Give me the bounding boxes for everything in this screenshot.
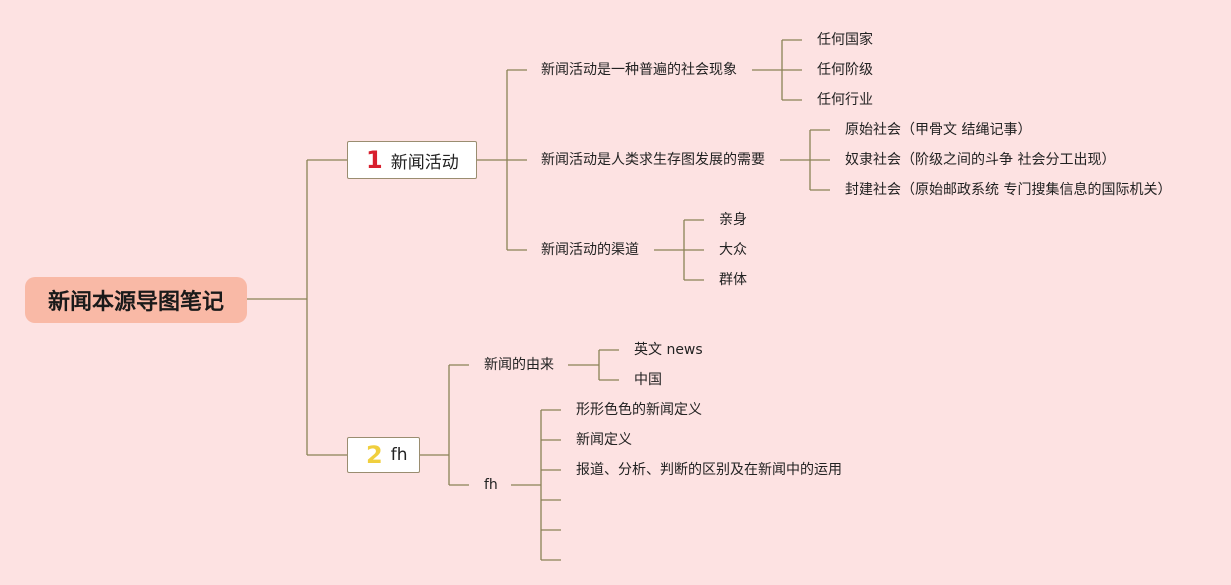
branch-2-title: fh — [390, 445, 408, 465]
branch-1-title: 新闻活动 — [390, 152, 459, 173]
leaf-topic[interactable]: 封建社会（原始邮政系统 专门搜集信息的国际机关） — [845, 182, 1172, 198]
leaf-topic[interactable]: 报道、分析、判断的区别及在新闻中的运用 — [576, 462, 842, 478]
leaf-topic[interactable]: 原始社会（甲骨文 结绳记事） — [845, 122, 1032, 138]
leaf-topic[interactable]: 中国 — [634, 372, 662, 388]
connector-b2c2 — [511, 409, 561, 561]
leaf-topic[interactable]: 形形色色的新闻定义 — [576, 402, 702, 418]
leaf-topic[interactable]: 大众 — [719, 242, 747, 258]
branch-1-topic[interactable]: 1 新闻活动 — [347, 141, 477, 179]
leaf-topic[interactable]: 任何国家 — [817, 32, 873, 48]
subtopic[interactable]: fh — [484, 477, 498, 493]
leaf-topic[interactable]: 群体 — [719, 272, 747, 288]
subtopic[interactable]: 新闻活动是一种普遍的社会现象 — [541, 62, 737, 78]
number-2-marker: 2 — [366, 441, 383, 469]
leaf-topic[interactable]: 新闻定义 — [576, 432, 632, 448]
leaf-topic[interactable]: 英文 news — [634, 342, 703, 358]
connector-branch1 — [476, 69, 527, 251]
root-title: 新闻本源导图笔记 — [47, 290, 224, 315]
connector-b1c2 — [780, 129, 830, 191]
subtopic[interactable]: 新闻的由来 — [484, 357, 554, 373]
connector-branch2 — [419, 364, 469, 486]
branch-2-topic[interactable]: 2 fh — [347, 437, 420, 473]
number-1-marker: 1 — [366, 146, 383, 174]
connector-b1c3 — [654, 219, 704, 281]
leaf-topic[interactable]: 任何阶级 — [817, 62, 873, 78]
leaf-topic[interactable]: 奴隶社会（阶级之间的斗争 社会分工出现） — [845, 152, 1116, 168]
connector-root — [247, 159, 347, 456]
root-topic[interactable]: 新闻本源导图笔记 — [25, 277, 247, 323]
connector-b1c1 — [752, 39, 802, 101]
subtopic[interactable]: 新闻活动的渠道 — [541, 242, 639, 258]
leaf-topic[interactable]: 亲身 — [719, 212, 747, 228]
subtopic[interactable]: 新闻活动是人类求生存图发展的需要 — [541, 152, 765, 168]
connector-b2c1 — [568, 349, 619, 381]
leaf-topic[interactable]: 任何行业 — [817, 92, 873, 108]
